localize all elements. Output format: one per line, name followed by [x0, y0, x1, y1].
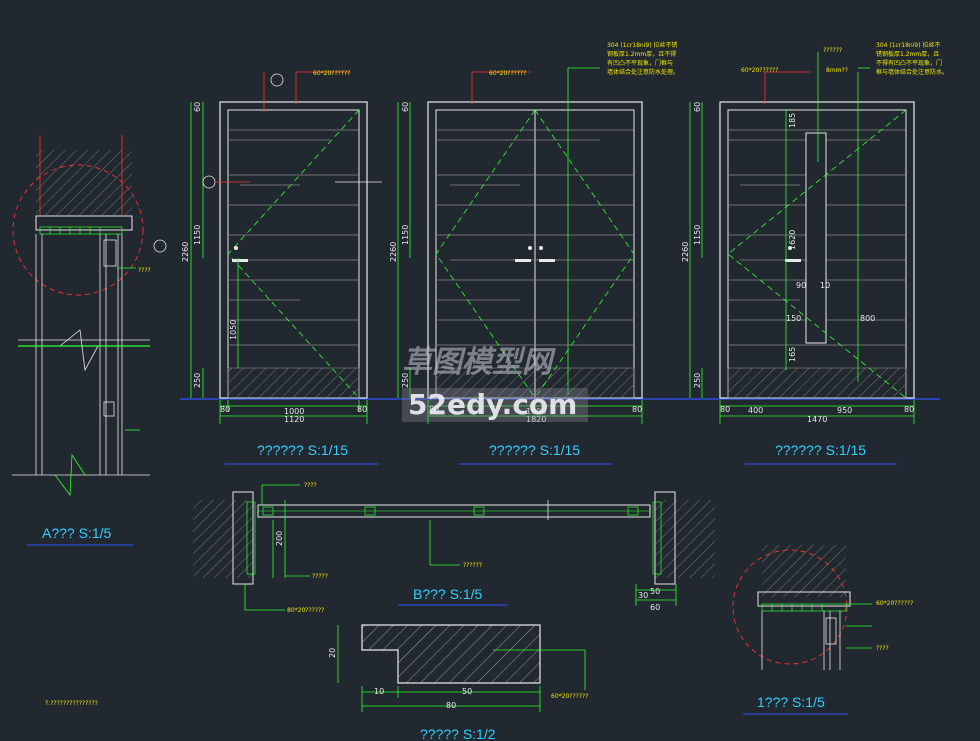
watermark-line-2: 52edy.com: [408, 388, 577, 421]
note-frame-1: 60*20??????: [313, 70, 350, 77]
detail-a: [12, 135, 167, 497]
dim-80-c2: 80: [904, 405, 914, 414]
dim-80-a2: 80: [357, 405, 367, 414]
note-b-3: ??????: [463, 562, 482, 569]
dim-200: 200: [275, 531, 284, 546]
note-b-2: ?????: [312, 573, 328, 580]
dim-1050-a: 1050: [229, 320, 238, 340]
dim-1150-c: 1150: [693, 225, 702, 245]
dim-60-c: 60: [693, 102, 702, 112]
note-steel-2: 304 (1cr18ni9) 拉丝不 锈钢板厚1.2mm厚，且 不得有凹凸不平现…: [876, 41, 948, 76]
dim-10: 10: [820, 281, 830, 290]
note-profile: 60*20??????: [551, 693, 588, 700]
dim-1470: 1470: [807, 415, 827, 424]
dim-2260-a: 2260: [181, 242, 190, 262]
title-profile: ????? S:1/2: [420, 726, 496, 741]
dim-30: 30: [638, 591, 648, 600]
dim-250-b: 250: [401, 373, 410, 388]
dim-150: 150: [786, 314, 801, 323]
dim-1600: 1600: [526, 407, 546, 416]
dim-60-b: 60: [401, 102, 410, 112]
title-elevation-3: ?????? S:1/15: [775, 442, 866, 458]
dim-1150-a: 1150: [193, 225, 202, 245]
note-glass: ??????: [823, 47, 842, 54]
title-detail-1: 1??? S:1/5: [757, 694, 825, 710]
dim-165: 165: [788, 347, 797, 362]
title-elevation-1: ?????? S:1/15: [257, 442, 348, 458]
section-b: [193, 484, 715, 611]
dim-950: 950: [837, 406, 852, 415]
dim-400: 400: [748, 406, 763, 415]
dim-2260-b: 2260: [389, 242, 398, 262]
dim-1820: 1820: [526, 415, 546, 424]
note-a-label: ????: [138, 267, 151, 274]
note-b-1: ????: [304, 482, 317, 489]
title-section-b: B??? S:1/5: [413, 586, 482, 602]
dim-80-c1: 80: [720, 405, 730, 414]
note-frame-2: 60*20??????: [489, 70, 526, 77]
dim-50-p: 50: [462, 687, 472, 696]
dim-20: 20: [328, 648, 337, 658]
note-steel-1: 304 (1cr18ni9) 拉丝不锈 钢板厚1.2mm厚，且不得 有凹凸不平现…: [607, 41, 679, 76]
note-d1-2: ????: [876, 645, 889, 652]
detail-1: [732, 545, 872, 670]
profile-section: [337, 624, 586, 712]
dim-10-p: 10: [374, 687, 384, 696]
dim-1120: 1120: [284, 415, 304, 424]
dim-185: 185: [788, 113, 797, 128]
dim-250-a: 250: [193, 373, 202, 388]
dim-60-a: 60: [193, 102, 202, 112]
title-elevation-2: ?????? S:1/15: [489, 442, 580, 458]
elevation-3: [689, 52, 915, 424]
dim-80-b2: 80: [632, 405, 642, 414]
dim-250-c: 250: [693, 373, 702, 388]
watermark-box: [402, 388, 588, 422]
note-d1-1: 60*20??????: [876, 600, 913, 607]
elevation-2: [397, 67, 643, 424]
dim-2260-c: 2260: [681, 242, 690, 262]
dim-50: 50: [650, 587, 660, 596]
dim-1150-b: 1150: [401, 225, 410, 245]
dim-80-a1: 80: [220, 405, 230, 414]
dim-80-b1: 80: [429, 405, 439, 414]
note-glass2: 8mm??: [826, 67, 848, 74]
dim-90: 90: [796, 281, 806, 290]
note-frame-3: 60*20??????: [741, 67, 778, 74]
title-detail-a: A??? S:1/5: [42, 525, 111, 541]
elevation-1: [190, 71, 382, 424]
dim-1620: 1620: [788, 230, 797, 250]
dim-1000: 1000: [284, 407, 304, 416]
note-b-4: 80*20??????: [287, 607, 324, 614]
dim-800: 800: [860, 314, 875, 323]
dim-60: 60: [650, 603, 660, 612]
watermark-line-1: 草图模型网: [402, 345, 556, 380]
note-footer: ?:???????????????: [45, 700, 98, 707]
dim-80-p: 80: [446, 701, 456, 710]
